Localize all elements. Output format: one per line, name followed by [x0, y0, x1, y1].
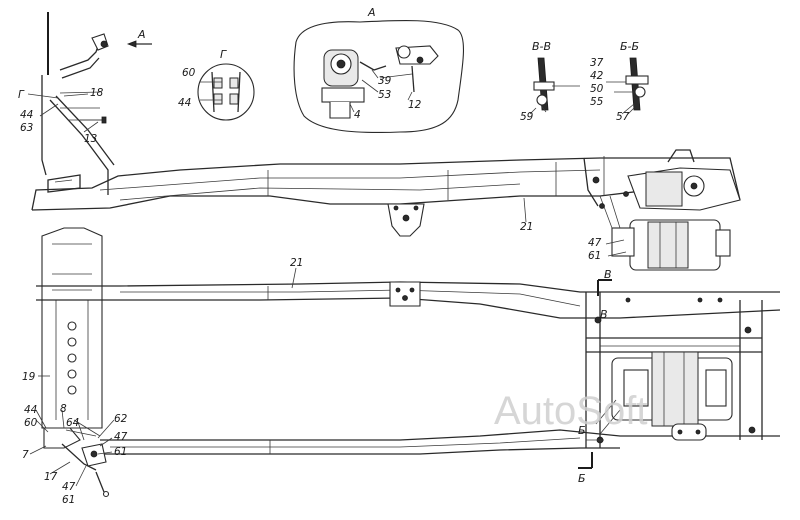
view-g-detail: Г: [197, 48, 255, 121]
view-a-title: А: [367, 6, 376, 19]
section-cut-markers: [578, 279, 612, 469]
label-42: 42: [590, 70, 604, 82]
section-bb-title: Б-Б: [620, 40, 639, 53]
label-21-side: 21: [520, 221, 533, 233]
label-61-side: 61: [588, 250, 601, 262]
arrow-a-label: А: [137, 28, 146, 41]
label-44-g: 44: [178, 97, 191, 109]
section-vv-title: В-В: [532, 40, 551, 53]
label-63: 63: [20, 122, 33, 134]
label-44-top: 44: [20, 109, 33, 121]
label-12: 12: [408, 99, 422, 111]
label-62: 62: [114, 413, 128, 425]
callout-labels: Г 18 44 63 13 60 44 39 53 12 4 59 37 42 …: [18, 57, 630, 506]
label-47-plan: 47: [114, 431, 128, 443]
frame-side-view: [31, 149, 741, 271]
front-bracket-detail: [41, 12, 115, 195]
leader-lines: [27, 69, 635, 487]
cut-label-v-mid: В: [600, 308, 608, 321]
label-13: 13: [84, 133, 97, 145]
label-59: 59: [520, 111, 534, 123]
label-37: 37: [590, 57, 604, 69]
label-50: 50: [590, 83, 604, 95]
label-18: 18: [90, 87, 104, 99]
label-61-bottom: 61: [62, 494, 75, 506]
label-21-plan: 21: [290, 257, 303, 269]
cut-label-b-mid: Б: [578, 424, 586, 437]
label-64: 64: [66, 417, 79, 429]
view-arrow-a: А: [126, 28, 152, 48]
label-7: 7: [22, 449, 29, 461]
label-47-bottom: 47: [62, 481, 76, 493]
label-55: 55: [590, 96, 604, 108]
label-61-plan: 61: [114, 446, 127, 458]
label-53: 53: [378, 89, 391, 101]
cut-label-b-bottom: Б: [578, 472, 586, 485]
label-57: 57: [616, 111, 630, 123]
label-8: 8: [60, 403, 67, 415]
watermark: AutoSoft: [494, 389, 647, 433]
cut-label-v-top: В: [604, 268, 612, 281]
label-19: 19: [22, 371, 36, 383]
section-vv: В-В: [529, 40, 580, 115]
label-4: 4: [354, 109, 361, 121]
label-60-g: 60: [182, 67, 196, 79]
view-a-detail: А: [293, 6, 464, 134]
label-17: 17: [44, 471, 58, 483]
frame-plan-view: [36, 227, 781, 498]
view-g-title: Г: [220, 48, 227, 61]
label-47-side: 47: [588, 237, 602, 249]
label-g-side: Г: [18, 89, 25, 101]
label-44-plan: 44: [24, 404, 37, 416]
section-bb: Б-Б: [606, 40, 649, 115]
label-60-plan: 60: [24, 417, 38, 429]
label-39: 39: [378, 75, 392, 87]
